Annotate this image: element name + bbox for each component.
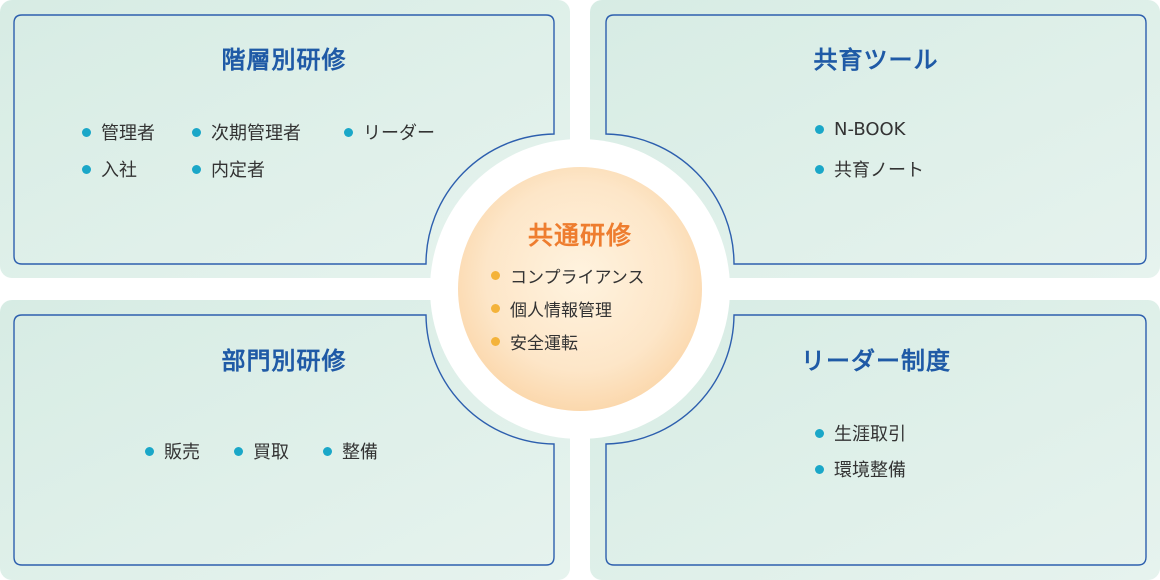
list-item: 買取 bbox=[234, 438, 289, 464]
list-item: 生涯取引 bbox=[815, 420, 906, 446]
bullet-dot bbox=[234, 446, 243, 456]
center-list-item: コンプライアンス bbox=[491, 263, 644, 288]
panel-bottom-right-bg bbox=[590, 300, 1160, 580]
list-item: 内定者 bbox=[192, 156, 265, 182]
panel-top-right-bg bbox=[590, 0, 1160, 278]
panel-bottom-left-bg bbox=[0, 300, 570, 580]
item-label: 買取 bbox=[253, 442, 289, 463]
item-label: 安全運転 bbox=[510, 334, 578, 354]
list-item: 販売 bbox=[145, 438, 200, 464]
list-item: 入社 bbox=[82, 156, 137, 182]
list-item: 管理者 bbox=[82, 119, 155, 145]
bullet-dot bbox=[344, 127, 353, 137]
center-circle bbox=[458, 167, 702, 411]
item-label: 整備 bbox=[342, 442, 378, 463]
item-label: 個人情報管理 bbox=[510, 301, 612, 321]
list-item: リーダー bbox=[344, 119, 435, 145]
bullet-dot bbox=[815, 125, 824, 134]
bullet-dot bbox=[145, 446, 154, 456]
item-label: 管理者 bbox=[101, 123, 155, 144]
item-label: 生涯取引 bbox=[834, 424, 906, 445]
center-title: 共通研修 bbox=[527, 221, 632, 250]
bullet-dot bbox=[82, 127, 91, 137]
center-list-item: 個人情報管理 bbox=[491, 296, 612, 321]
bullet-dot bbox=[815, 164, 824, 174]
bullet-dot bbox=[815, 464, 824, 474]
item-label: 入社 bbox=[101, 160, 137, 181]
bullet-dot bbox=[815, 428, 824, 438]
item-label: 環境整備 bbox=[834, 460, 906, 481]
panel-top-left-outline bbox=[13, 14, 555, 265]
title-bottom-left: 部門別研修 bbox=[221, 347, 347, 375]
item-label: 共育ノート bbox=[834, 160, 924, 181]
title-bottom-right: リーダー制度 bbox=[801, 347, 951, 375]
list-item: N-BOOK bbox=[815, 119, 906, 140]
item-label: リーダー bbox=[363, 123, 435, 144]
bullet-dot bbox=[192, 127, 201, 137]
panel-bottom-left-outline bbox=[13, 314, 555, 566]
item-label: 次期管理者 bbox=[211, 123, 301, 144]
list-item: 共育ノート bbox=[815, 156, 924, 182]
panel-top-left-bg bbox=[0, 0, 570, 278]
title-top-left: 階層別研修 bbox=[221, 46, 347, 74]
item-label: 内定者 bbox=[211, 160, 265, 181]
panel-top-right-outline bbox=[605, 14, 1147, 265]
center-list-item: 安全運転 bbox=[491, 329, 578, 354]
panel-bottom-right-outline bbox=[605, 314, 1147, 566]
list-item: 整備 bbox=[323, 438, 378, 464]
bullet-dot bbox=[323, 446, 332, 456]
title-top-right: 共育ツール bbox=[813, 46, 939, 74]
bullet-dot bbox=[491, 304, 500, 313]
list-item: 次期管理者 bbox=[192, 119, 301, 145]
bullet-dot bbox=[192, 164, 201, 174]
bullet-dot bbox=[82, 164, 91, 174]
list-item: 環境整備 bbox=[815, 456, 906, 482]
bullet-dot bbox=[491, 337, 500, 346]
item-label: N-BOOK bbox=[834, 119, 906, 140]
item-label: 販売 bbox=[164, 442, 200, 463]
bullet-dot bbox=[491, 271, 500, 280]
item-label: コンプライアンス bbox=[510, 268, 645, 288]
